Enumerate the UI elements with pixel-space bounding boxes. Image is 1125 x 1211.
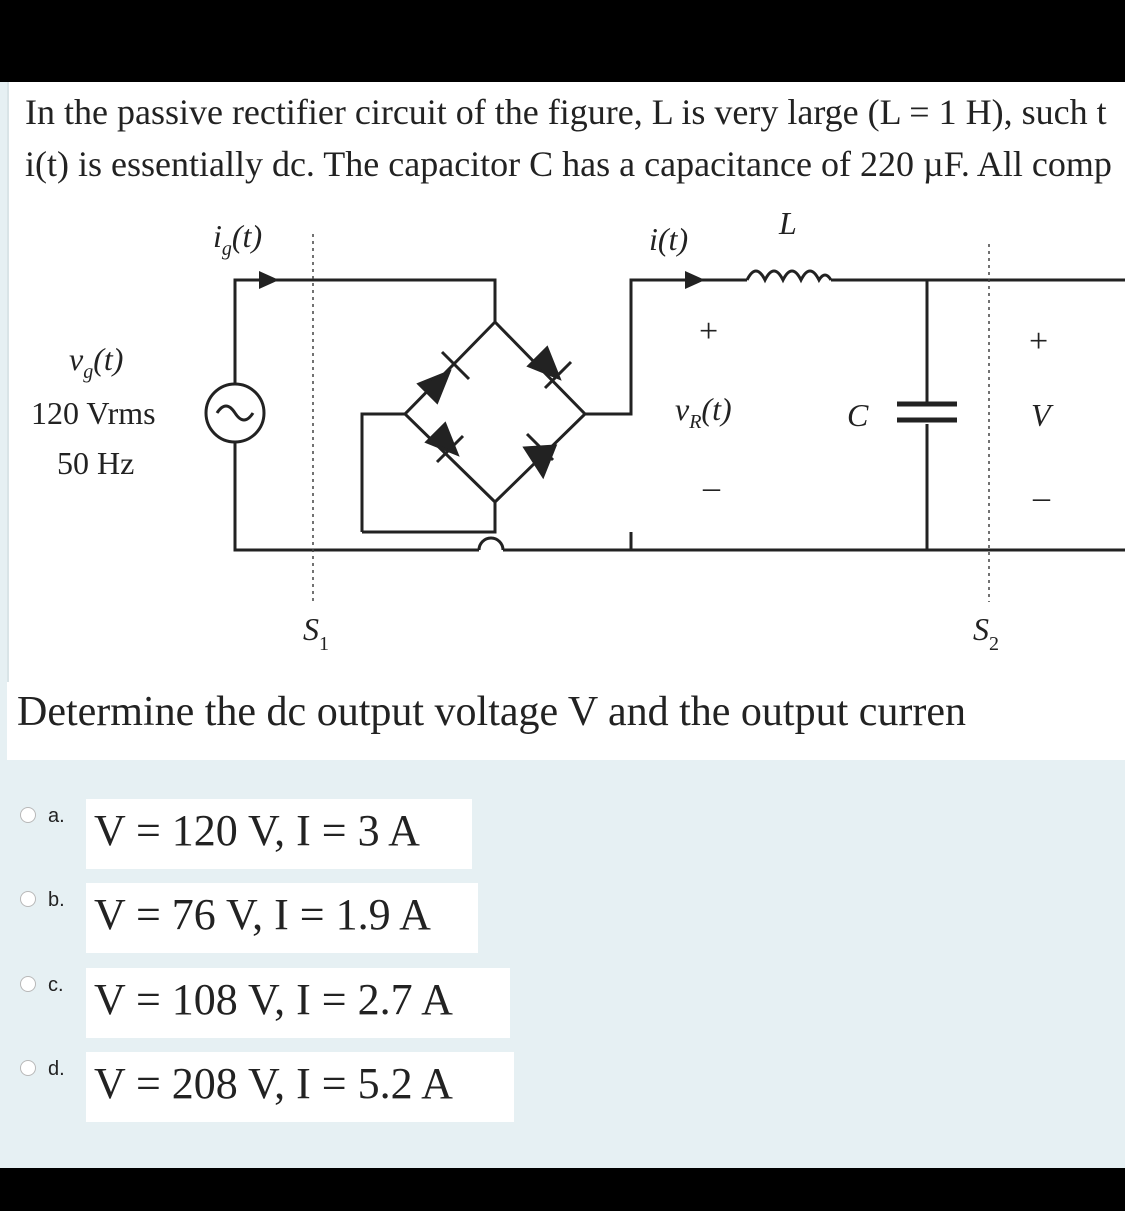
answer-option-c[interactable]: c. V = 108 V, I = 2.7 A bbox=[0, 968, 1125, 1048]
i-label: i(t) bbox=[649, 221, 688, 257]
question-text: In the passive rectifier circuit of the … bbox=[25, 86, 1125, 190]
option-label-box[interactable]: V = 76 V, I = 1.9 A bbox=[86, 883, 478, 953]
option-letter: b. bbox=[48, 889, 65, 911]
v-label: V bbox=[1031, 397, 1054, 433]
source-voltage: 120 Vrms bbox=[31, 395, 156, 431]
question-line-2: i(t) is essentially dc. The capacitor C … bbox=[25, 144, 1112, 184]
source-circle bbox=[204, 382, 266, 444]
option-text: V = 108 V, I = 2.7 A bbox=[94, 975, 453, 1024]
option-text: V = 208 V, I = 5.2 A bbox=[94, 1059, 453, 1108]
answer-option-b[interactable]: b. V = 76 V, I = 1.9 A bbox=[0, 883, 1125, 963]
wire-crossover-hop bbox=[477, 536, 505, 551]
diode-d2-icon bbox=[526, 345, 562, 381]
option-text: V = 76 V, I = 1.9 A bbox=[94, 890, 431, 939]
wire-source-top bbox=[233, 278, 497, 384]
sine-symbol bbox=[215, 404, 255, 422]
source-frequency: 50 Hz bbox=[57, 445, 134, 481]
option-letter: a. bbox=[48, 805, 65, 827]
diode-d3-icon bbox=[424, 421, 460, 457]
radio-c[interactable] bbox=[20, 976, 36, 992]
wire-bridge-bottom bbox=[362, 502, 497, 534]
s1-label: S1 bbox=[303, 611, 329, 655]
i-arrow-icon bbox=[685, 271, 705, 289]
capacitor-label: C bbox=[847, 397, 869, 433]
question-line-1: In the passive rectifier circuit of the … bbox=[25, 92, 1107, 132]
ig-arrow-icon bbox=[259, 271, 279, 289]
option-letter: d. bbox=[48, 1058, 65, 1080]
top-black-bar bbox=[0, 0, 1125, 82]
s2-label: S2 bbox=[973, 611, 999, 655]
question-prompt: Determine the dc output voltage V and th… bbox=[17, 689, 967, 735]
wire-bridge-negative bbox=[503, 532, 633, 552]
vr-minus: – bbox=[702, 469, 721, 506]
radio-b[interactable] bbox=[20, 891, 36, 907]
prompt-box: Determine the dc output voltage V and th… bbox=[7, 682, 1125, 760]
ig-label: ig(t) bbox=[213, 218, 262, 260]
answer-option-d[interactable]: d. V = 208 V, I = 5.2 A bbox=[0, 1052, 1125, 1132]
source-label: vg(t) bbox=[69, 341, 123, 383]
answer-option-a[interactable]: a. V = 120 V, I = 3 A bbox=[0, 799, 1125, 879]
diode-d1-icon bbox=[416, 369, 452, 405]
diodes bbox=[416, 345, 573, 480]
inductor-coil bbox=[745, 269, 833, 284]
option-letter: c. bbox=[48, 974, 64, 996]
option-label-box[interactable]: V = 208 V, I = 5.2 A bbox=[86, 1052, 514, 1122]
wire-bridge-left bbox=[360, 412, 405, 532]
v-plus: + bbox=[1029, 323, 1048, 360]
circuit-diagram: vg(t) 120 Vrms 50 Hz ig(t) i(t) L + vR(t… bbox=[31, 205, 1125, 655]
v-minus: – bbox=[1032, 479, 1051, 516]
vr-label: vR(t) bbox=[675, 391, 732, 433]
wire-source-bottom bbox=[233, 442, 479, 552]
quiz-content: In the passive rectifier circuit of the … bbox=[0, 82, 1125, 1168]
option-label-box[interactable]: V = 108 V, I = 2.7 A bbox=[86, 968, 510, 1038]
option-label-box[interactable]: V = 120 V, I = 3 A bbox=[86, 799, 472, 869]
circuit-figure: vg(t) 120 Vrms 50 Hz ig(t) i(t) L + vR(t… bbox=[7, 202, 1125, 672]
diode-d4-icon bbox=[522, 444, 558, 480]
bottom-black-bar bbox=[0, 1168, 1125, 1211]
bridge-diamond bbox=[402, 319, 588, 505]
inductor-label: L bbox=[778, 205, 797, 241]
vr-plus: + bbox=[699, 313, 718, 350]
option-text: V = 120 V, I = 3 A bbox=[94, 806, 420, 855]
radio-a[interactable] bbox=[20, 807, 36, 823]
radio-d[interactable] bbox=[20, 1060, 36, 1076]
